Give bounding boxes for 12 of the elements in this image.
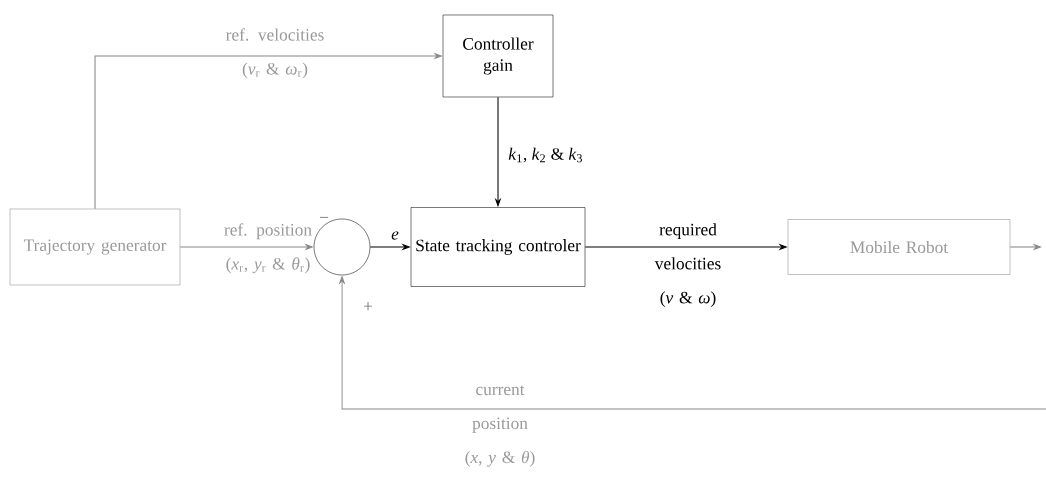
process-box: Controller gain	[442, 14, 554, 98]
edge-label: e	[391, 231, 399, 240]
edge-label: ref. velocities (v$_{r}$ & ω$_{r}$)	[226, 28, 324, 79]
edge-label: required velocities (v & ω)	[654, 223, 721, 307]
edge-label: current position (x, y & θ)	[465, 385, 535, 467]
process-box: Mobile Robot	[787, 219, 1011, 275]
sign-label: +	[364, 302, 373, 311]
edge-label: ref. position (x$_{r}$, y$_{r}$ & θ$_{r}$)	[224, 223, 312, 274]
process-box: Trajectory generator	[9, 208, 181, 286]
edge-label: k$_{1}$, k$_{2}$ & k$_{3}$	[508, 147, 582, 163]
summing-junction	[313, 218, 371, 276]
process-box: State tracking controler	[410, 207, 586, 287]
